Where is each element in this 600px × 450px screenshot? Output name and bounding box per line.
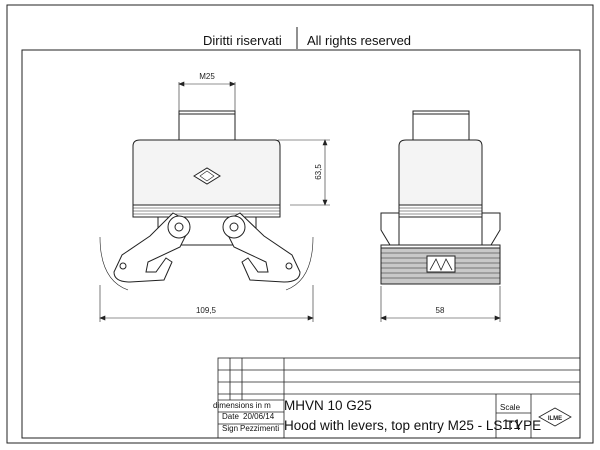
- dim-front-width-label: 109,5: [196, 306, 217, 315]
- sign-label: Sign: [222, 424, 239, 433]
- logo-text: ILME: [548, 416, 562, 422]
- date-label: Date: [222, 412, 239, 421]
- side-gland: [412, 110, 470, 141]
- date-value: 20/06/14: [243, 412, 275, 421]
- ilme-logo: [538, 407, 572, 427]
- side-hood-body: [398, 139, 483, 206]
- gland-body: [178, 110, 236, 141]
- rights-reserved-italian: Diritti riservati: [203, 33, 282, 48]
- dim-side-width-label: 58: [436, 306, 445, 315]
- part-code: MHVN 10 G25: [284, 398, 372, 413]
- scale-value: 1:1: [502, 417, 521, 432]
- side-base-logo: [426, 255, 456, 273]
- title-block-grid: [217, 357, 581, 439]
- scale-label: Scale: [500, 403, 521, 412]
- dimensions-unit-label: dimensions in m: [213, 401, 271, 410]
- right-lever: [227, 212, 301, 283]
- sign-value: Pezzimenti: [240, 424, 280, 433]
- side-lever-right: [481, 212, 501, 246]
- side-lever-left: [380, 212, 400, 246]
- dimension-lines: [99, 81, 501, 322]
- side-view: [380, 110, 501, 285]
- front-view: [99, 82, 314, 291]
- drawing-frame: [21, 49, 581, 439]
- part-description: Hood with levers, top entry M25 - LS TYP…: [284, 418, 542, 433]
- sheet-border: [6, 4, 594, 444]
- dim-thread-label: M25: [199, 72, 215, 81]
- rights-reserved-english: All rights reserved: [307, 33, 412, 48]
- dim-height-label: 63,5: [314, 164, 323, 180]
